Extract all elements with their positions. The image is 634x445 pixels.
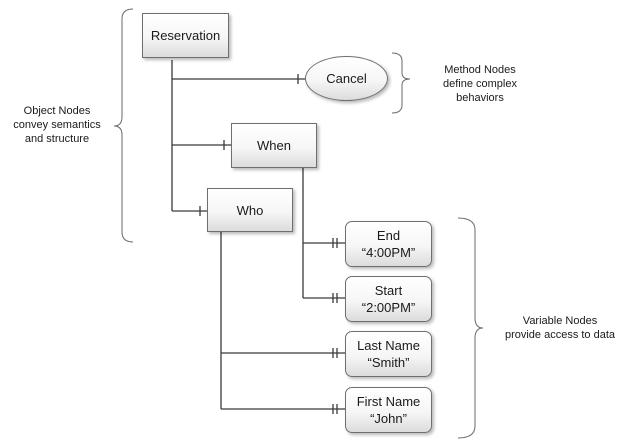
- variable-nodes-annotation-line-1: Variable Nodes: [522, 315, 598, 327]
- object-nodes-annotation: Object Nodes convey semantics and struct…: [2, 104, 112, 146]
- method-nodes-annotation-line-1: Method Nodes: [444, 64, 516, 76]
- who-node[interactable]: Who: [207, 188, 293, 232]
- method-nodes-annotation-line-2: define complex: [443, 78, 517, 90]
- last-name-value: “Smith”: [367, 355, 410, 370]
- first-name-value: “John”: [370, 411, 407, 426]
- last-name-label: Last Name: [357, 338, 420, 353]
- object-nodes-brace: [113, 8, 134, 243]
- variable-nodes-annotation-line-2: provide access to data: [504, 329, 616, 341]
- cancel-label: Cancel: [326, 71, 367, 86]
- method-nodes-annotation-line-3: behaviors: [456, 92, 504, 104]
- variable-nodes-annotation: Variable Nodes provide access to data: [490, 314, 630, 342]
- end-node[interactable]: End “4:00PM”: [345, 221, 432, 267]
- object-nodes-annotation-line-2: convey semantics: [13, 119, 101, 131]
- who-label: Who: [236, 202, 264, 218]
- start-label: Start: [374, 283, 403, 298]
- first-name-label: First Name: [356, 394, 421, 409]
- method-nodes-annotation: Method Nodes define complex behaviors: [425, 63, 535, 105]
- object-nodes-annotation-line-1: Object Nodes: [23, 105, 91, 117]
- cancel-node[interactable]: Cancel: [305, 56, 388, 101]
- method-nodes-brace: [391, 52, 411, 114]
- when-node[interactable]: When: [231, 123, 317, 168]
- reservation-label: Reservation: [150, 28, 221, 43]
- object-nodes-annotation-line-3: and structure: [24, 133, 90, 145]
- variable-nodes-brace: [457, 217, 484, 439]
- reservation-node[interactable]: Reservation: [142, 13, 229, 58]
- end-value: “4:00PM”: [361, 245, 416, 260]
- when-label: When: [257, 138, 291, 153]
- start-node[interactable]: Start “2:00PM”: [345, 276, 432, 322]
- start-value: “2:00PM”: [361, 300, 416, 315]
- first-name-node[interactable]: First Name “John”: [345, 387, 432, 433]
- end-label: End: [376, 228, 401, 243]
- last-name-node[interactable]: Last Name “Smith”: [345, 331, 432, 377]
